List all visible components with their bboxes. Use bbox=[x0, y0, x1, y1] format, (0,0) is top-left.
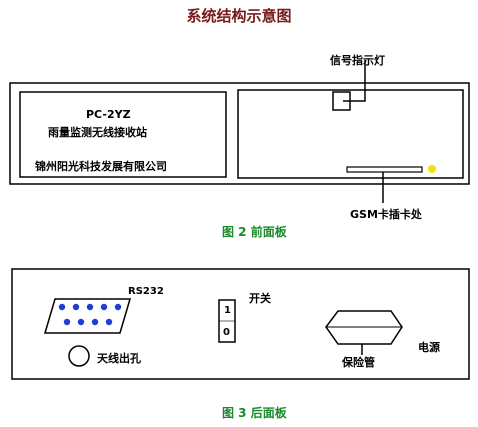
device-name-label: 雨量监测无线接收站 bbox=[48, 126, 147, 139]
rs232-pin bbox=[91, 318, 99, 326]
sim-slot-label: GSM卡插卡处 bbox=[350, 208, 422, 221]
switch-label: 开关 bbox=[249, 292, 271, 305]
antenna-hole-label: 天线出孔 bbox=[97, 352, 141, 365]
front-nameplate bbox=[19, 91, 227, 178]
signal-light-label: 信号指示灯 bbox=[330, 54, 385, 67]
power-label: 电源 bbox=[418, 341, 440, 354]
rs232-pin bbox=[100, 303, 108, 311]
model-label: PC-2YZ bbox=[86, 108, 131, 121]
rs232-pins bbox=[58, 303, 122, 326]
back-panel-caption: 图 3 后面板 bbox=[222, 406, 287, 420]
switch-off-mark: 0 bbox=[223, 327, 230, 338]
front-right-compartment bbox=[237, 89, 464, 179]
rs232-pin bbox=[114, 303, 122, 311]
status-indicator-icon bbox=[428, 165, 436, 173]
fuse-label: 保险管 bbox=[342, 356, 375, 369]
rs232-connector-icon bbox=[43, 298, 132, 334]
signal-light-leader bbox=[343, 60, 366, 102]
rs232-pin bbox=[58, 303, 66, 311]
sim-slot-icon bbox=[346, 166, 423, 173]
rs232-pin bbox=[63, 318, 71, 326]
front-panel-caption: 图 2 前面板 bbox=[222, 225, 287, 239]
rs232-pin bbox=[72, 303, 80, 311]
switch-on-mark: 1 bbox=[224, 305, 231, 316]
rs232-label: RS232 bbox=[128, 286, 164, 297]
back-panel-outline bbox=[11, 268, 470, 380]
rs232-pin bbox=[105, 318, 113, 326]
rs232-pin bbox=[77, 318, 85, 326]
page-title: 系统结构示意图 bbox=[186, 7, 292, 25]
front-panel-outline bbox=[9, 82, 470, 185]
rs232-pin bbox=[86, 303, 94, 311]
company-label: 锦州阳光科技发展有限公司 bbox=[35, 160, 167, 173]
antenna-hole-icon bbox=[68, 345, 90, 367]
